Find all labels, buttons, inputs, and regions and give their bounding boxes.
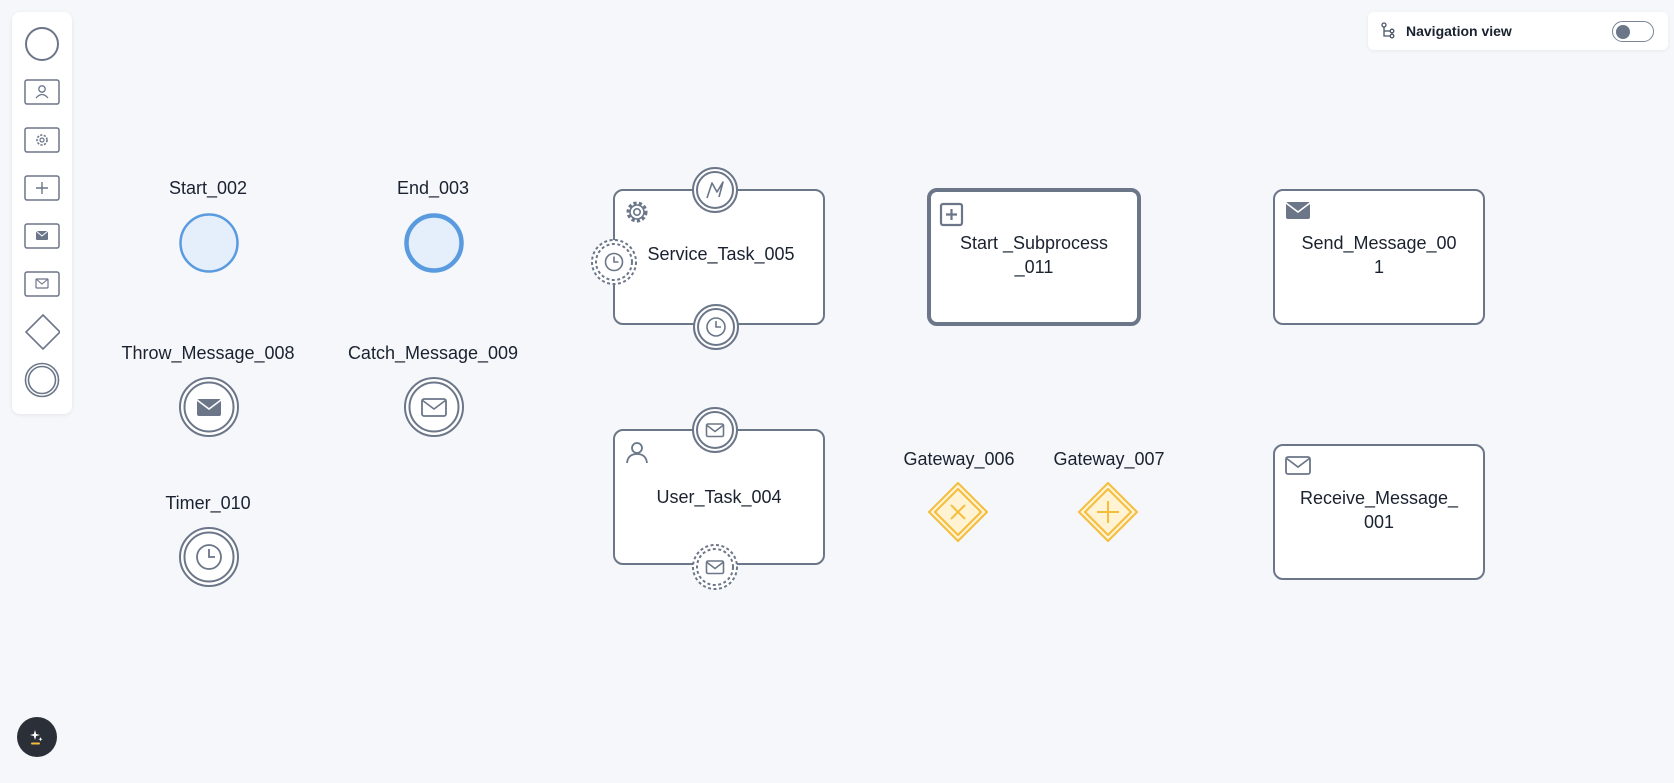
toggle-knob	[1616, 24, 1630, 39]
user-task-tool[interactable]	[24, 74, 60, 110]
user-icon	[626, 442, 648, 464]
user-task-label: User_Task_004	[656, 487, 782, 507]
clock-icon	[706, 317, 726, 337]
boundary-timer-event[interactable]	[692, 303, 740, 351]
throw-message-event[interactable]	[178, 376, 240, 438]
timer-label: Timer_010	[165, 493, 251, 513]
clock-icon	[604, 252, 624, 272]
parallel-gateway-label: Gateway_007	[1053, 449, 1165, 469]
envelope-icon	[1285, 456, 1311, 475]
gear-task-icon	[24, 127, 60, 153]
clock-icon	[196, 544, 222, 570]
sparkle-icon	[30, 730, 43, 745]
plus-box-icon	[939, 202, 964, 227]
user-task-icon	[24, 79, 60, 105]
filled-envelope-icon	[196, 399, 222, 416]
intermediate-event-tool[interactable]	[24, 362, 60, 398]
x-icon	[950, 504, 966, 520]
navigation-tree-icon	[1381, 22, 1395, 39]
catch-message-event[interactable]	[403, 376, 465, 438]
service-task-tool[interactable]	[24, 122, 60, 158]
end-event[interactable]	[403, 212, 465, 274]
start-event-tool[interactable]	[24, 26, 60, 62]
double-circle-icon	[24, 362, 60, 398]
boundary-message-event[interactable]	[691, 406, 739, 454]
envelope-task-icon	[24, 271, 60, 297]
envelope-icon	[705, 560, 725, 575]
send-message-tool[interactable]	[24, 218, 60, 254]
service-task-label: Service_Task_005	[647, 244, 795, 264]
service-task[interactable]: Service_Task_005	[613, 189, 825, 325]
diamond-icon	[24, 313, 60, 351]
boundary-message-noninterrupting[interactable]	[691, 543, 739, 591]
start-event[interactable]	[178, 212, 240, 274]
envelope-icon	[421, 398, 447, 417]
boundary-timer-noninterrupting[interactable]	[590, 238, 638, 286]
receive-message-label: Receive_Message_ 001	[1299, 488, 1459, 532]
throw-message-label: Throw_Message_008	[121, 343, 295, 363]
start-event-label: Start_002	[168, 178, 248, 198]
exclusive-gateway[interactable]	[927, 481, 989, 543]
envelope-icon	[705, 423, 725, 438]
filled-envelope-task-icon	[24, 223, 60, 249]
parallel-gateway[interactable]	[1077, 481, 1139, 543]
subprocess-label: Start _Subprocess _011	[959, 233, 1109, 277]
receive-message-task[interactable]: Receive_Message_ 001	[1273, 444, 1485, 580]
send-message-task[interactable]: Send_Message_00 1	[1273, 189, 1485, 325]
gear-icon	[626, 201, 648, 223]
subprocess-task[interactable]: Start _Subprocess _011	[927, 188, 1141, 326]
exclusive-gateway-label: Gateway_006	[903, 449, 1015, 469]
catch-message-label: Catch_Message_009	[347, 343, 519, 363]
end-event-label: End_003	[396, 178, 470, 198]
navigation-view-label: Navigation view	[1406, 23, 1512, 39]
escalation-icon	[706, 181, 724, 199]
element-palette	[12, 12, 72, 414]
receive-message-tool[interactable]	[24, 266, 60, 302]
filled-envelope-icon	[1285, 202, 1311, 219]
navigation-view-panel: Navigation view	[1368, 12, 1668, 50]
plus-icon	[1097, 501, 1119, 523]
boundary-escalation-event[interactable]	[691, 166, 739, 214]
timer-event[interactable]	[178, 526, 240, 588]
gateway-tool[interactable]	[24, 313, 60, 351]
circle-icon	[25, 27, 59, 61]
navigation-view-toggle[interactable]	[1612, 21, 1654, 42]
send-message-label: Send_Message_00 1	[1301, 233, 1457, 277]
plus-box-icon	[24, 175, 60, 201]
subprocess-tool[interactable]	[24, 170, 60, 206]
ai-assistant-button[interactable]	[17, 717, 57, 757]
